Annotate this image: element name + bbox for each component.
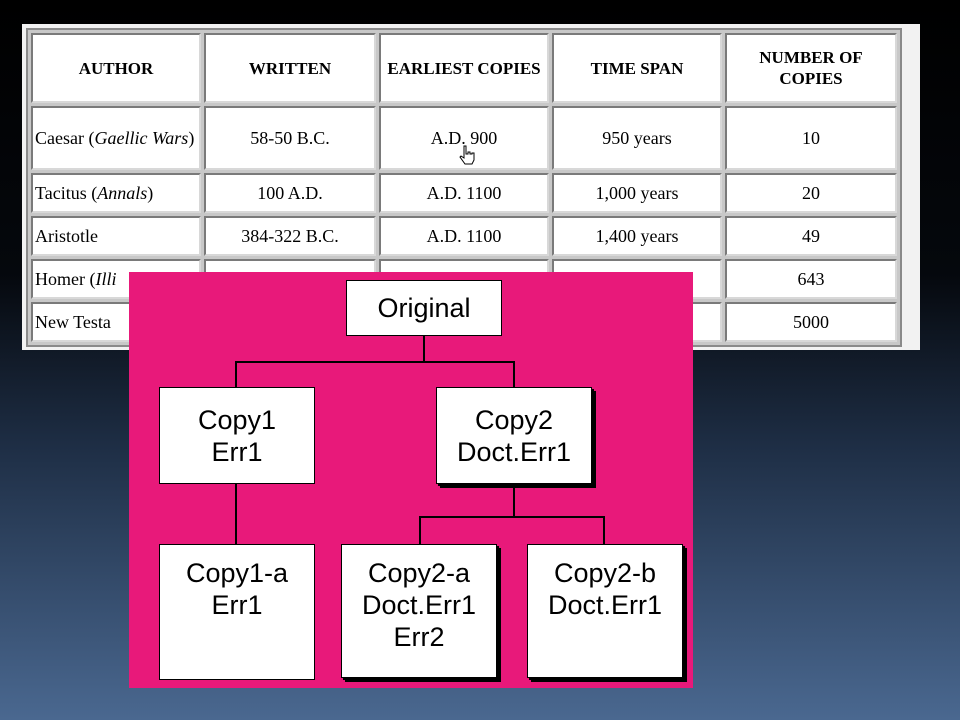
cell-written: 58-50 B.C.	[204, 106, 376, 170]
cell-copies: 10	[725, 106, 897, 170]
node-copy1: Copy1 Err1	[159, 387, 315, 484]
cell-written: 384-322 B.C.	[204, 216, 376, 256]
cell-copies: 20	[725, 173, 897, 213]
header-time-span: TIME SPAN	[552, 33, 722, 103]
cell-span: 1,000 years	[552, 173, 722, 213]
copy-tree-diagram: Original Copy1 Err1 Copy2 Doct.Err1 Copy…	[129, 272, 693, 688]
node-label: Doct.Err1	[547, 590, 663, 620]
connector-line	[235, 361, 237, 387]
table-row: Aristotle 384-322 B.C. A.D. 1100 1,400 y…	[31, 216, 897, 256]
cell-author: Aristotle	[31, 216, 201, 256]
node-label: Err1	[211, 590, 263, 620]
node-label: Doct.Err1	[456, 436, 572, 467]
header-earliest-copies: EARLIEST COPIES	[379, 33, 549, 103]
node-copy2: Copy2 Doct.Err1	[436, 387, 592, 484]
connector-line	[419, 516, 421, 544]
cell-author: Tacitus (Annals)	[31, 173, 201, 213]
node-original: Original	[346, 280, 502, 336]
table-row: Caesar (Gaellic Wars) 58-50 B.C. A.D. 90…	[31, 106, 897, 170]
connector-line	[513, 486, 515, 516]
cell-author: Homer (Illi	[31, 259, 201, 299]
node-label: Original	[377, 293, 471, 323]
table-row: Tacitus (Annals) 100 A.D. A.D. 1100 1,00…	[31, 173, 897, 213]
node-label: Copy2	[474, 404, 554, 435]
cell-span: 1,400 years	[552, 216, 722, 256]
cell-earliest: A.D. 1100	[379, 216, 549, 256]
header-author: AUTHOR	[31, 33, 201, 103]
cell-span: 950 years	[552, 106, 722, 170]
connector-line	[513, 361, 515, 387]
cell-written: 100 A.D.	[204, 173, 376, 213]
connector-line	[235, 484, 237, 544]
cell-copies: 5000	[725, 302, 897, 342]
connector-line	[603, 516, 605, 544]
node-label: Doct.Err1	[361, 590, 477, 620]
node-label: Copy2-a	[367, 558, 471, 588]
node-copy1-a: Copy1-a Err1	[159, 544, 315, 680]
cell-copies: 49	[725, 216, 897, 256]
node-label: Err1	[211, 436, 263, 467]
node-label: Err2	[393, 622, 445, 652]
node-copy2-b: Copy2-b Doct.Err1	[527, 544, 683, 678]
manuscript-table: AUTHOR WRITTEN EARLIEST COPIES TIME SPAN…	[26, 28, 902, 347]
connector-line	[419, 516, 605, 518]
connector-line	[423, 336, 425, 362]
header-number-of-copies: NUMBER OF COPIES	[725, 33, 897, 103]
hand-cursor-icon	[459, 145, 475, 165]
manuscript-table-panel: AUTHOR WRITTEN EARLIEST COPIES TIME SPAN…	[22, 24, 920, 350]
node-label: Copy1	[197, 404, 277, 435]
table-header-row: AUTHOR WRITTEN EARLIEST COPIES TIME SPAN…	[31, 33, 897, 103]
cell-author: Caesar (Gaellic Wars)	[31, 106, 201, 170]
cell-earliest: A.D. 1100	[379, 173, 549, 213]
node-copy2-a: Copy2-a Doct.Err1 Err2	[341, 544, 497, 678]
node-label: Copy1-a	[185, 558, 289, 588]
header-written: WRITTEN	[204, 33, 376, 103]
node-label: Copy2-b	[553, 558, 657, 588]
connector-line	[235, 361, 515, 363]
cell-copies: 643	[725, 259, 897, 299]
